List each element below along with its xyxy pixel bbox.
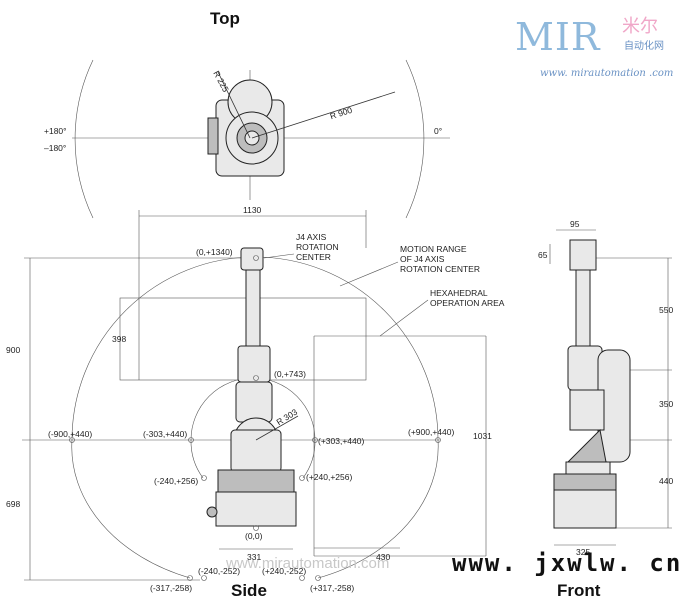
dim-65-label: 65 [538, 250, 548, 260]
pt-m240-256-label: (-240,+256) [154, 476, 198, 486]
pt-p240-252-label: (+240,-252) [262, 566, 306, 576]
j4-label-line2: ROTATION [296, 242, 339, 252]
side-motion-arc-lower-left [71, 439, 191, 579]
dim-398-label: 398 [112, 334, 126, 344]
dim-440-label: 440 [659, 476, 673, 486]
logo-cn-text: 米尔 [622, 16, 658, 37]
side-robot-arm-link [235, 381, 273, 423]
pt-p240-256-marker [299, 475, 305, 481]
pt-p317-label: (+317,-258) [310, 583, 354, 593]
motion-range-line1: MOTION RANGE [400, 244, 467, 254]
pt-m303-marker [188, 437, 194, 443]
side-robot-base [215, 491, 297, 527]
pt-m900-label: (-900,+440) [48, 429, 92, 439]
side-robot-base-top [217, 469, 295, 493]
front-robot-base-flange [553, 473, 617, 491]
j4-label-line3: CENTER [296, 252, 331, 262]
top-view: R 225 R 900 +180° –180° 0° [44, 59, 450, 219]
pt-m240-256-marker [201, 475, 207, 481]
dim-698-label: 698 [6, 499, 20, 509]
pt-743-label: (0,+743) [274, 369, 306, 379]
dim-550-label: 550 [659, 305, 673, 315]
logo-cn-small-text: 自动化网 [624, 39, 664, 52]
dim-331-label: 331 [247, 552, 261, 562]
pt-p240-256-label: (+240,+256) [306, 472, 352, 482]
side-inner-arc-left [190, 439, 204, 479]
pt-m317-marker [187, 575, 193, 581]
pt-p303-marker [312, 437, 318, 443]
hexahedral-leader [379, 299, 429, 337]
pt-p317-marker [315, 575, 321, 581]
pt-m317-label: (-317,-258) [150, 583, 192, 593]
pt-m240-252-label: (-240,-252) [198, 566, 240, 576]
side-robot-shoulder [230, 429, 282, 473]
motion-range-line3: ROTATION CENTER [400, 264, 480, 274]
side-view-title: Side [231, 581, 267, 600]
side-view: 1130 900 698 398 1031 430 [6, 205, 505, 593]
top-r225-label: R 225 [211, 69, 231, 94]
top-robot-connector [207, 117, 219, 155]
pt-origin-label: (0,0) [245, 531, 263, 541]
front-robot-shoulder [566, 428, 607, 463]
pt-m303-label: (-303,+440) [143, 429, 187, 439]
top-r900-label: R 900 [329, 105, 354, 122]
dim-1130-label: 1130 [243, 205, 262, 215]
side-robot-connector [206, 506, 218, 518]
front-robot-wrist [569, 239, 597, 271]
hexahedral-line1: HEXAHEDRAL [430, 288, 488, 298]
j4-label-line1: J4 AXIS [296, 232, 327, 242]
side-r303-label: R 303 [274, 407, 299, 428]
top-view-title: Top [210, 9, 240, 28]
mir-logo: MIR 米尔 自动化网 www. mirautomation .com [515, 15, 673, 79]
pt-p303-label: (+303,+440) [318, 436, 364, 446]
main-watermark: www. jxwlw. cn [452, 549, 682, 577]
top-minus180-label: –180° [44, 143, 66, 153]
pt-origin-marker [253, 525, 259, 531]
front-robot-upper-arm [567, 345, 603, 391]
side-robot-shaft [245, 269, 261, 349]
pt-p900-label: (+900,+440) [408, 427, 454, 437]
side-r303-line [255, 415, 299, 441]
dim-95-label: 95 [570, 219, 580, 229]
pt-743-marker [253, 375, 259, 381]
top-r225-line [217, 71, 251, 139]
pt-p240-252-marker [299, 575, 305, 581]
front-robot-base [553, 489, 617, 529]
side-motion-arc-lower-right [317, 439, 439, 579]
pt-top-label: (0,+1340) [196, 247, 233, 257]
j4-leader [263, 253, 295, 259]
top-range-arc-left [74, 59, 94, 219]
motion-range-leader [339, 261, 399, 287]
top-range-arc-right [405, 59, 425, 219]
front-view: 95 65 550 350 440 325 [538, 219, 673, 557]
logo-mir-text: MIR [515, 15, 601, 59]
pt-p900-marker [435, 437, 441, 443]
pt-m240-252-marker [201, 575, 207, 581]
hexahedral-line2: OPERATION AREA [430, 298, 505, 308]
motion-range-line2: OF J4 AXIS [400, 254, 445, 264]
front-robot-arm-link [569, 389, 605, 431]
dim-350-label: 350 [659, 399, 673, 409]
front-robot-base-top [565, 461, 611, 475]
dim-1031-label: 1031 [473, 431, 492, 441]
top-plus180-label: +180° [44, 126, 67, 136]
front-view-title: Front [557, 581, 601, 600]
top-r900-line [251, 91, 396, 139]
faint-watermark: www.mirautomation.com [225, 555, 389, 572]
dim-430-label: 430 [376, 552, 390, 562]
dim-325-label: 325 [576, 547, 590, 557]
dim-900-label: 900 [6, 345, 20, 355]
front-robot-shaft [575, 269, 591, 347]
pt-top-marker [253, 255, 259, 261]
side-robot-wrist [240, 247, 264, 271]
logo-url-text: www. mirautomation .com [540, 68, 673, 79]
side-inner-arc-right [302, 439, 316, 479]
top-zero-label: 0° [434, 126, 442, 136]
pt-m900-marker [69, 437, 75, 443]
